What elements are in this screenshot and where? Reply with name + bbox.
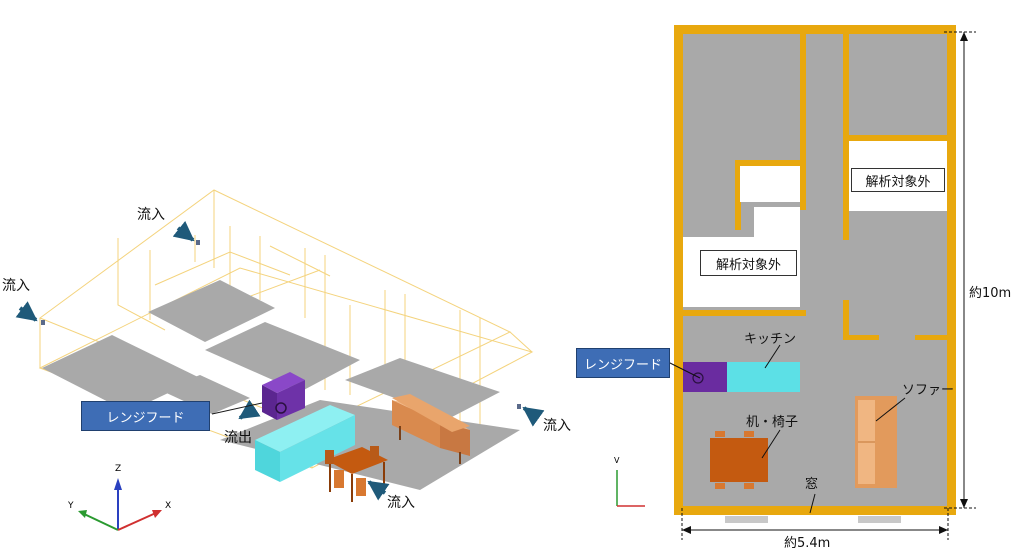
axis-triad-plan — [616, 470, 645, 507]
inflow-label-top: 流入 — [137, 207, 165, 223]
interior-walls — [683, 34, 947, 340]
dimension-height — [944, 31, 976, 509]
inflow-top-arrow — [172, 220, 195, 242]
dimension-width — [681, 508, 949, 540]
range-hood-callout-iso: レンジフード — [81, 401, 210, 431]
plan-range-hood — [683, 362, 727, 392]
axis-v-label: V — [614, 456, 620, 465]
inflow-label-right: 流入 — [543, 418, 571, 434]
table-iso — [325, 446, 388, 502]
plan-sofa — [855, 396, 897, 488]
axis-y-label: Y — [67, 501, 74, 511]
window-left — [725, 516, 768, 523]
range-hood-callout-plan: レンジフード — [576, 348, 670, 378]
floor-center — [205, 322, 360, 392]
axis-triad-iso — [78, 478, 162, 531]
kitchen-label: キッチン — [744, 332, 797, 347]
kitchen-counter — [255, 405, 355, 482]
sofa-label: ソファー — [902, 383, 955, 398]
plan-view: V — [614, 25, 976, 540]
isometric-view: Z Y X — [15, 189, 545, 531]
window-label: 窓 — [805, 477, 819, 492]
outflow-arrow — [238, 399, 261, 420]
inflow-right-arrow — [522, 406, 545, 427]
desk-chair-label: 机・椅子 — [746, 415, 799, 430]
width-dimension-label: 約5.4m — [784, 536, 831, 551]
outflow-label: 流出 — [224, 430, 252, 446]
axis-x-label: X — [165, 501, 171, 511]
range-hood-iso — [262, 372, 305, 420]
floor-back-room — [148, 280, 275, 342]
inflow-left-arrow — [15, 301, 38, 322]
flow-arrows — [15, 220, 545, 501]
inflow-label-left: 流入 — [2, 278, 30, 294]
inflow-label-bottom: 流入 — [387, 495, 415, 511]
vent-markers — [41, 240, 521, 409]
callout-pointer-iso — [211, 402, 263, 415]
excluded-label-left: 解析対象外 — [700, 250, 797, 276]
floor-left-room — [42, 335, 200, 412]
floor-strip — [160, 375, 250, 414]
axis-z-label: Z — [115, 464, 121, 474]
inflow-bottom-arrow — [367, 480, 390, 501]
height-dimension-label: 約10m — [969, 286, 1012, 301]
plan-table — [710, 431, 768, 489]
sofa-iso — [392, 394, 470, 464]
window-right — [858, 516, 901, 523]
excluded-label-upper: 解析対象外 — [851, 168, 945, 192]
leader-lines — [667, 344, 906, 514]
floor-right — [345, 358, 500, 418]
